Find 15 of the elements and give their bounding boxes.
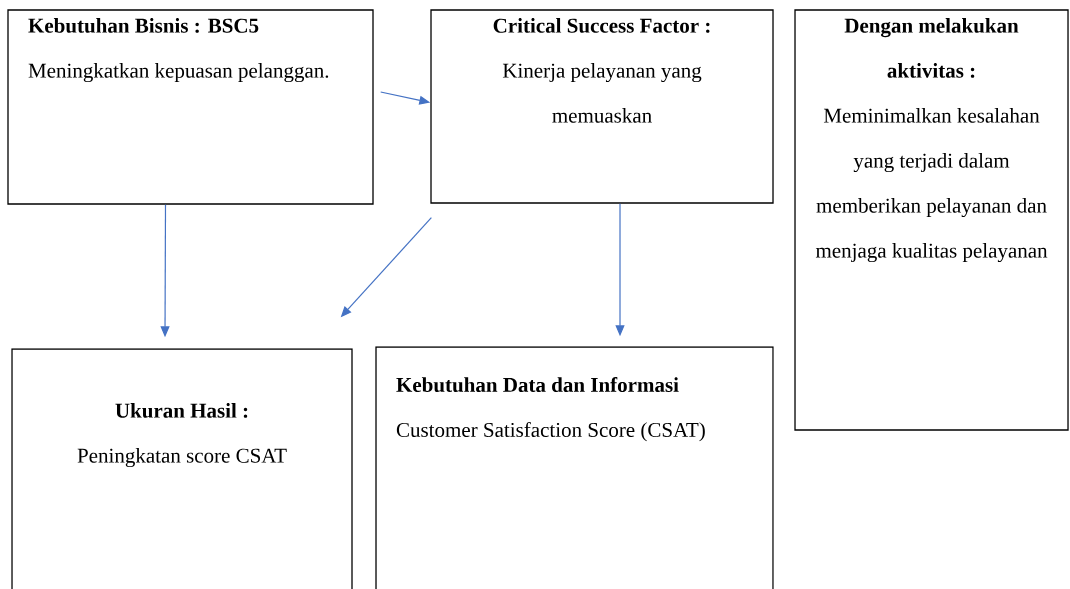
box-text: Kinerja pelayanan yang memuaskan (502, 63, 702, 123)
box-text: Customer Satisfaction Score (CSAT) (396, 422, 705, 442)
text-box (375, 346, 774, 589)
box-text: Meminimalkan kesalahan yang terjadi dalam memberikan pelayanan dan menjaga kualitas pelayanan (815, 108, 1048, 263)
text-box (794, 9, 1069, 431)
text-box (11, 348, 353, 589)
text-box (430, 9, 774, 204)
box-heading: Dengan melakukan aktivitas : (844, 18, 1019, 78)
box-heading: Kebutuhan Bisnis : BSC5 (28, 18, 259, 33)
box-heading: Kebutuhan Data dan Informasi (396, 377, 679, 393)
box-text: Peningkatan score CSAT (77, 448, 287, 468)
box-heading: Ukuran Hasil : (115, 403, 248, 418)
box-heading: Critical Success Factor : (493, 18, 710, 33)
text-box (7, 9, 374, 205)
box-text: Meningkatkan kepuasan pelanggan. (28, 63, 329, 83)
